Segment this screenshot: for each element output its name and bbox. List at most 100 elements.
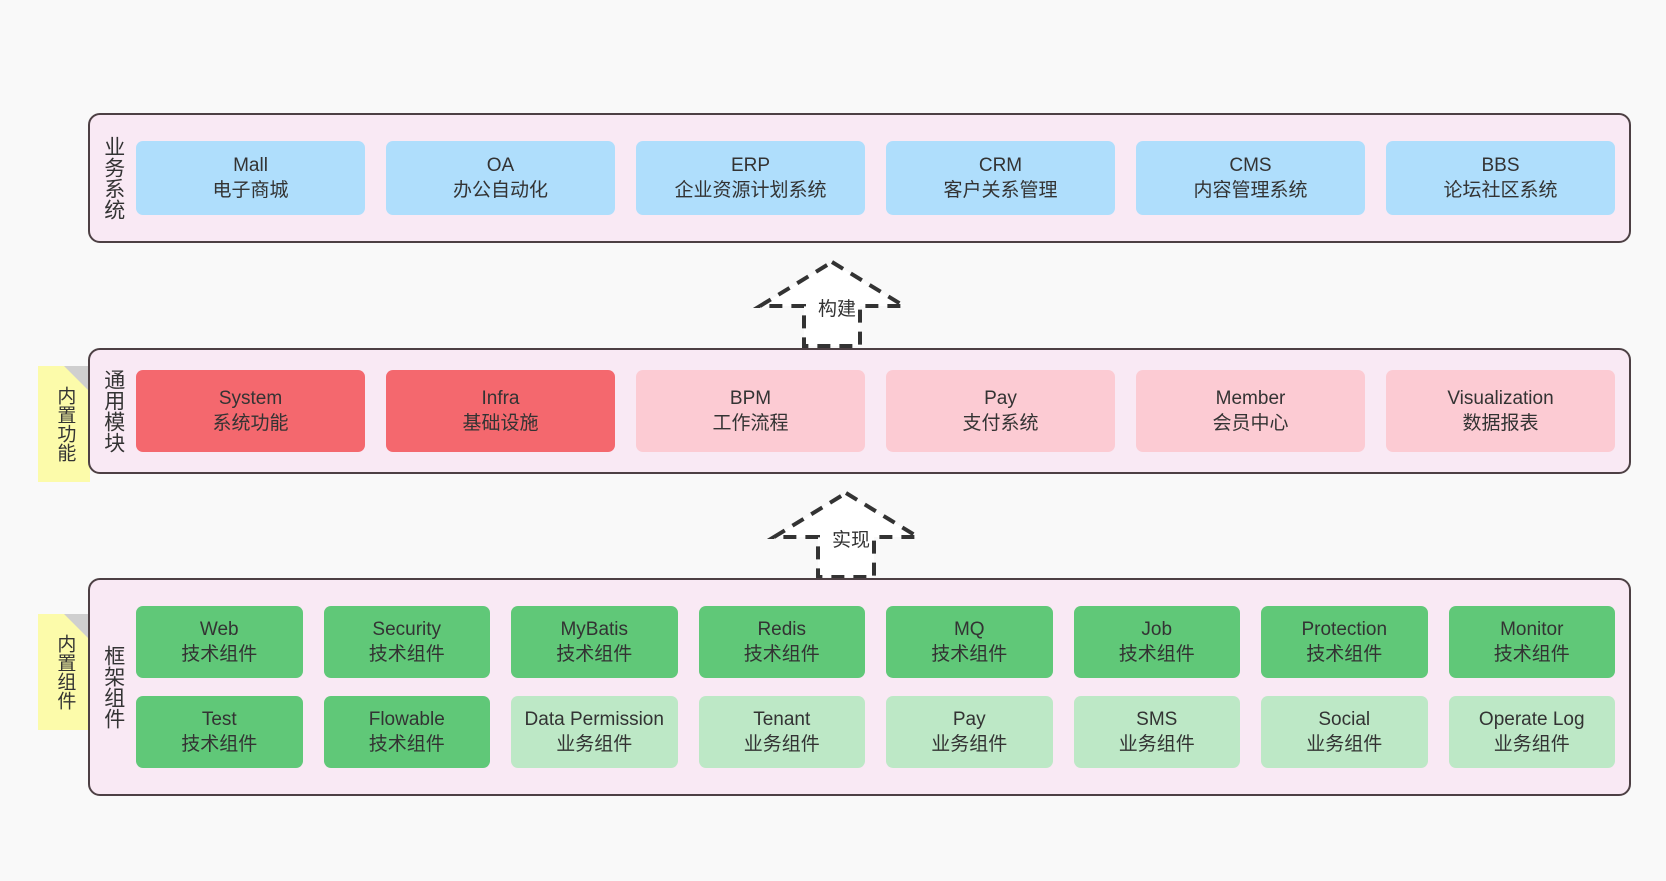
- sticky-fold-corner-icon: [64, 614, 90, 640]
- card-mybatis[interactable]: MyBatis 技术组件: [511, 606, 678, 678]
- card-subtitle: 技术组件: [1118, 644, 1195, 665]
- sticky-fold-corner-icon: [64, 366, 90, 392]
- card-security[interactable]: Security 技术组件: [323, 606, 490, 678]
- card-subtitle: 系统功能: [212, 413, 289, 434]
- card-subtitle: 技术组件: [931, 644, 1008, 665]
- card-title: System: [218, 387, 283, 409]
- card-subtitle: 业务组件: [1118, 734, 1195, 755]
- card-mq[interactable]: MQ 技术组件: [886, 606, 1053, 678]
- sticky-note-builtin-features: 内置功能: [38, 366, 90, 482]
- card-row: Test 技术组件 Flowable 技术组件 Data Permission …: [136, 696, 1615, 768]
- card-row: Mall 电子商城 OA 办公自动化 ERP 企业资源计划系统 CRM 客户关系…: [136, 141, 1615, 215]
- card-subtitle: 会员中心: [1212, 413, 1289, 434]
- card-web[interactable]: Web 技术组件: [136, 606, 303, 678]
- layer-title-common-modules: 通用模块: [101, 369, 125, 453]
- card-subtitle: 技术组件: [1306, 644, 1383, 665]
- layer-title-framework-components: 框架组件: [101, 645, 125, 729]
- card-title: Tenant: [753, 708, 811, 730]
- card-title: Protection: [1301, 618, 1388, 640]
- card-subtitle: 技术组件: [368, 644, 445, 665]
- card-subtitle: 工作流程: [712, 413, 789, 434]
- card-subtitle: 基础设施: [462, 413, 539, 434]
- card-protection[interactable]: Protection 技术组件: [1261, 606, 1428, 678]
- card-subtitle: 业务组件: [1306, 734, 1383, 755]
- card-title: Member: [1215, 387, 1286, 409]
- card-member[interactable]: Member 会员中心: [1136, 370, 1365, 452]
- card-mall[interactable]: Mall 电子商城: [136, 141, 365, 215]
- card-title: Social: [1318, 708, 1371, 730]
- card-pay-module[interactable]: Pay 支付系统: [886, 370, 1115, 452]
- card-test[interactable]: Test 技术组件: [136, 696, 303, 768]
- card-title: SMS: [1136, 708, 1178, 730]
- card-subtitle: 技术组件: [181, 644, 258, 665]
- card-title: Operate Log: [1478, 708, 1585, 730]
- card-row: Web 技术组件 Security 技术组件 MyBatis 技术组件 Redi…: [136, 606, 1615, 678]
- card-subtitle: 电子商城: [212, 180, 289, 201]
- card-subtitle: 技术组件: [181, 734, 258, 755]
- card-title: ERP: [730, 154, 771, 176]
- card-title: Infra: [481, 387, 520, 409]
- connector-implement-label: 实现: [832, 530, 871, 551]
- card-title: CMS: [1229, 154, 1272, 176]
- card-subtitle: 技术组件: [368, 734, 445, 755]
- card-title: MyBatis: [560, 618, 629, 640]
- card-title: CRM: [978, 154, 1023, 176]
- card-subtitle: 办公自动化: [452, 180, 548, 201]
- card-subtitle: 技术组件: [743, 644, 820, 665]
- card-title: Pay: [984, 387, 1017, 409]
- card-flowable[interactable]: Flowable 技术组件: [323, 696, 490, 768]
- layer-common-modules: 通用模块 System 系统功能 Infra 基础设施 BPM 工作流程 Pay…: [88, 348, 1631, 474]
- card-subtitle: 论坛社区系统: [1443, 180, 1558, 201]
- card-subtitle: 业务组件: [931, 734, 1008, 755]
- card-subtitle: 技术组件: [556, 644, 633, 665]
- layer-body-framework-components: Web 技术组件 Security 技术组件 MyBatis 技术组件 Redi…: [136, 580, 1629, 794]
- card-redis[interactable]: Redis 技术组件: [698, 606, 865, 678]
- card-data-permission[interactable]: Data Permission 业务组件: [511, 696, 678, 768]
- layer-framework-components: 框架组件 Web 技术组件 Security 技术组件 MyBatis 技术组件…: [88, 578, 1631, 796]
- card-subtitle: 技术组件: [1493, 644, 1570, 665]
- card-visualization[interactable]: Visualization 数据报表: [1386, 370, 1615, 452]
- connector-build-label: 构建: [818, 299, 857, 320]
- card-title: Mall: [233, 154, 268, 176]
- card-subtitle: 支付系统: [962, 413, 1039, 434]
- card-sms[interactable]: SMS 业务组件: [1073, 696, 1240, 768]
- card-operate-log[interactable]: Operate Log 业务组件: [1448, 696, 1615, 768]
- card-monitor[interactable]: Monitor 技术组件: [1448, 606, 1615, 678]
- card-bpm[interactable]: BPM 工作流程: [636, 370, 865, 452]
- sticky-note-label: 内置组件: [54, 634, 76, 710]
- card-subtitle: 客户关系管理: [943, 180, 1058, 201]
- card-title: BPM: [729, 387, 772, 409]
- card-title: Pay: [952, 708, 986, 730]
- card-infra[interactable]: Infra 基础设施: [386, 370, 615, 452]
- layer-business-system: 业务系统 Mall 电子商城 OA 办公自动化 ERP 企业资源计划系统 CRM…: [88, 113, 1631, 243]
- card-title: BBS: [1481, 154, 1520, 176]
- card-pay-component[interactable]: Pay 业务组件: [886, 696, 1053, 768]
- card-title: Redis: [757, 618, 807, 640]
- card-system[interactable]: System 系统功能: [136, 370, 365, 452]
- card-cms[interactable]: CMS 内容管理系统: [1136, 141, 1365, 215]
- card-title: MQ: [953, 618, 985, 640]
- card-title: Security: [372, 618, 442, 640]
- card-subtitle: 业务组件: [556, 734, 633, 755]
- card-title: Job: [1141, 618, 1173, 640]
- card-title: Flowable: [368, 708, 445, 730]
- card-subtitle: 内容管理系统: [1193, 180, 1308, 201]
- layer-body-common-modules: System 系统功能 Infra 基础设施 BPM 工作流程 Pay 支付系统…: [136, 350, 1629, 472]
- card-row: System 系统功能 Infra 基础设施 BPM 工作流程 Pay 支付系统…: [136, 370, 1615, 452]
- card-title: Data Permission: [524, 708, 664, 730]
- card-job[interactable]: Job 技术组件: [1073, 606, 1240, 678]
- card-subtitle: 企业资源计划系统: [674, 180, 827, 201]
- card-title: Visualization: [1447, 387, 1554, 409]
- card-erp[interactable]: ERP 企业资源计划系统: [636, 141, 865, 215]
- card-title: OA: [486, 154, 515, 176]
- card-bbs[interactable]: BBS 论坛社区系统: [1386, 141, 1615, 215]
- card-oa[interactable]: OA 办公自动化: [386, 141, 615, 215]
- layer-title-business-system: 业务系统: [101, 136, 125, 220]
- card-social[interactable]: Social 业务组件: [1261, 696, 1428, 768]
- sticky-note-builtin-components: 内置组件: [38, 614, 90, 730]
- sticky-note-label: 内置功能: [54, 386, 76, 462]
- card-tenant[interactable]: Tenant 业务组件: [698, 696, 865, 768]
- card-title: Web: [199, 618, 239, 640]
- card-crm[interactable]: CRM 客户关系管理: [886, 141, 1115, 215]
